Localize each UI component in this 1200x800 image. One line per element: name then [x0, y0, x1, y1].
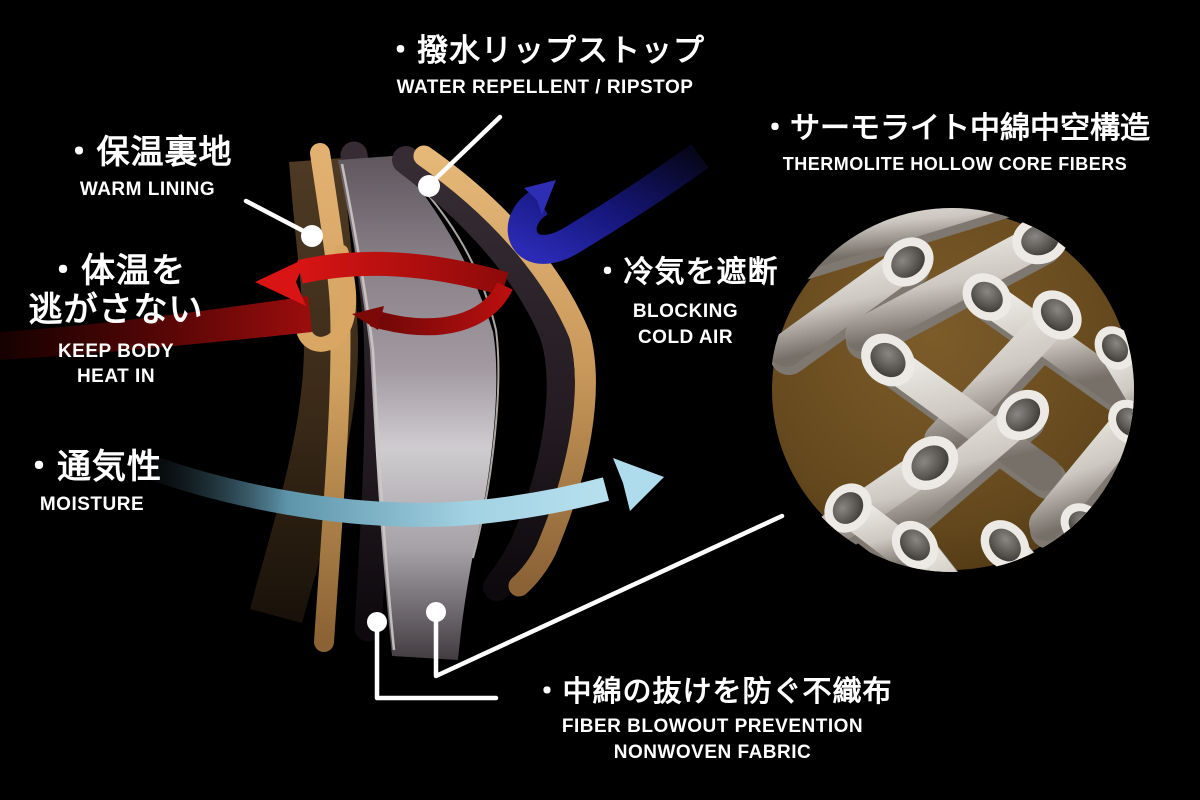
callout-nonwoven-left	[374, 625, 499, 701]
fiber-closeup	[770, 208, 1134, 572]
callout-dot-warm-lining	[301, 225, 323, 247]
heat-arrow	[0, 251, 513, 360]
callout-warm-lining	[243, 198, 314, 238]
callout-dots	[301, 175, 446, 632]
label-moisture-en: MOISTURE	[39, 494, 145, 516]
callout-water-repellent	[426, 114, 503, 188]
label-nonwoven-fabric: ・中綿の抜けを防ぐ不織布 FIBER BLOWOUT PREVENTION NO…	[515, 675, 910, 766]
label-water-repellent-jp: ・撥水リップストップ	[385, 33, 705, 68]
callout-dot-nonwoven-left	[367, 612, 387, 632]
label-blocking-cold-air-en1: BLOCKING	[632, 301, 739, 323]
label-nonwoven-fabric-en2: NONWOVEN FABRIC	[613, 742, 812, 764]
label-nonwoven-fabric-jp: ・中綿の抜けを防ぐ不織布	[532, 676, 893, 708]
label-keep-body-heat-en2: HEAT IN	[76, 366, 156, 387]
label-keep-body-heat-jp2: 逃がさない	[28, 291, 204, 329]
callout-lines	[243, 114, 785, 701]
label-thermolite: ・サーモライト中綿中空構造 THERMOLITE HOLLOW CORE FIB…	[745, 111, 1165, 177]
label-keep-body-heat-en1: KEEP BODY	[57, 341, 175, 362]
moisture-arrow	[148, 456, 664, 527]
label-warm-lining-en: WARM LINING	[79, 178, 216, 200]
label-nonwoven-fabric-en1: FIBER BLOWOUT PREVENTION	[561, 716, 864, 738]
label-thermolite-jp: ・サーモライト中綿中空構造	[760, 112, 1150, 145]
label-moisture-jp: ・通気性	[22, 448, 162, 486]
label-water-repellent-en: WATER REPELLENT / RIPSTOP	[396, 76, 694, 98]
label-warm-lining: ・保温裏地 WARM LINING	[50, 133, 245, 203]
label-blocking-cold-air-en2: COLD AIR	[637, 327, 734, 349]
label-blocking-cold-air-jp: ・冷気を遮断	[592, 256, 779, 289]
label-keep-body-heat: ・体温を 逃がさない KEEP BODY HEAT IN	[16, 252, 216, 389]
label-moisture: ・通気性 MOISTURE	[12, 447, 172, 518]
callout-dot-water-repellent	[418, 175, 440, 197]
callout-nonwoven-right	[433, 513, 785, 679]
callout-dot-nonwoven-right	[426, 602, 446, 622]
cold-air-arrow	[507, 144, 709, 264]
label-keep-body-heat-jp1: ・体温を	[46, 252, 186, 290]
fabric-layer-stack	[249, 141, 596, 660]
label-water-repellent: ・撥水リップストップ WATER REPELLENT / RIPSTOP	[370, 33, 720, 101]
label-blocking-cold-air: ・冷気を遮断 BLOCKING COLD AIR	[578, 255, 793, 351]
label-warm-lining-jp: ・保温裏地	[62, 133, 233, 170]
label-thermolite-en: THERMOLITE HOLLOW CORE FIBERS	[782, 154, 1128, 175]
